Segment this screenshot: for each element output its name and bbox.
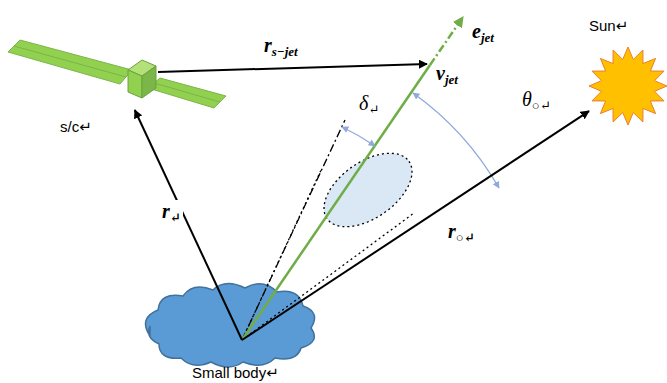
- sc-jet-vector: [158, 64, 427, 72]
- vector-label: rs−jet: [262, 34, 300, 60]
- sun-vector: [242, 111, 589, 340]
- theta-arc: [413, 93, 499, 188]
- cone-edge: [242, 213, 414, 340]
- spacecraft: [8, 40, 226, 108]
- sun-symbol: [589, 47, 667, 125]
- vector-label: vjet: [434, 62, 460, 88]
- angle-label: δ↵: [357, 92, 381, 118]
- node-label: s/c↵: [60, 118, 92, 135]
- small-body-node: Small body↵: [140, 294, 345, 364]
- vector-label: r○↵: [446, 220, 477, 246]
- position-vector: [135, 110, 242, 340]
- vector-label: r↵: [160, 200, 183, 226]
- delta-arc: [342, 127, 375, 146]
- small-body-cloud: [146, 283, 315, 367]
- vector-label: ejet: [470, 20, 496, 46]
- node-label: Small body↵: [192, 364, 279, 381]
- angle-label: θ○↵: [520, 88, 553, 114]
- node-label: Sun↵: [589, 17, 628, 34]
- sun-node: Sun↵: [589, 47, 665, 125]
- jet-velocity: [242, 65, 430, 340]
- spacecraft-node: s/c↵: [8, 38, 228, 110]
- jet-direction: [430, 17, 463, 65]
